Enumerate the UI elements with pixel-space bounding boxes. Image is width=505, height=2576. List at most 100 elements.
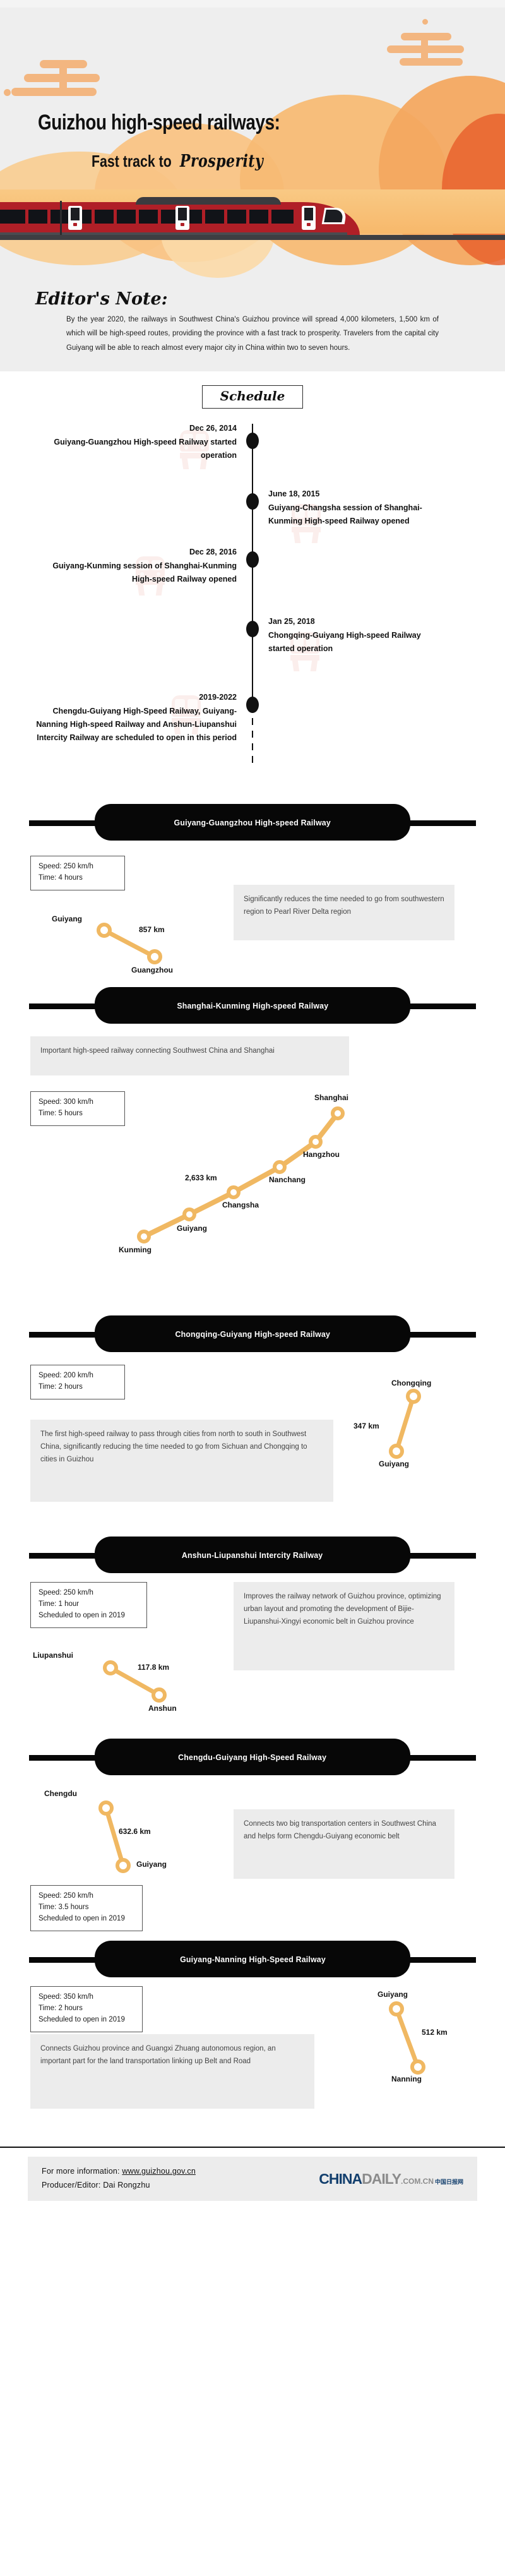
cloud-motif-left-icon [4, 60, 119, 104]
schedule-heading-badge: Schedule [202, 385, 303, 409]
route-city-5-1: Guiyang [136, 1860, 167, 1869]
footer: For more information: www.guizhou.gov.cn… [28, 2157, 477, 2202]
timeline-text-5: Chengdu-Guiyang High-Speed Railway, Guiy… [36, 707, 237, 743]
railway-title-pill-3: Chongqing-Guiyang High-speed Railway [95, 1315, 410, 1353]
route-diagram-4: Liupanshui Anshun 117.8 km [25, 1643, 227, 1725]
footer-website-link[interactable]: www.guizhou.gov.cn [122, 2167, 196, 2176]
page-title: Guizhou high-speed railways: [38, 111, 280, 135]
timeline-event-3: Dec 28, 2016 Guiyang-Kunming session of … [35, 548, 237, 586]
route-diagram-5: Chengdu Guiyang 632.6 km [25, 1782, 227, 1886]
timeline-dot-5 [246, 697, 259, 714]
route-city-5-0: Chengdu [44, 1789, 77, 1799]
hero-top-strip [0, 0, 505, 8]
railway-name-4: Anshun-Liupanshui Intercity Railway [182, 1550, 323, 1560]
logo-daily-text: DAILY [362, 2170, 401, 2187]
route-distance-4: 117.8 km [138, 1663, 170, 1672]
railway-spec-4: Speed: 250 km/h Time: 1 hour Scheduled t… [30, 1582, 147, 1628]
railway-description-4: Improves the railway network of Guizhou … [234, 1582, 454, 1671]
route-city-2-1: Guiyang [177, 1224, 208, 1233]
route-distance-5: 632.6 km [119, 1827, 151, 1836]
timeline-event-1: Dec 26, 2014 Guiyang-Guangzhou High-spee… [35, 424, 237, 462]
route-diagram-1: Guiyang Guangzhou 857 km [25, 911, 221, 981]
timeline-date-1: Dec 26, 2014 [189, 424, 237, 433]
timeline-text-4: Chongqing-Guiyang High-speed Railway sta… [268, 631, 421, 654]
railway-section-guiyang-guangzhou: Guiyang-Guangzhou High-speed Railway Spe… [0, 804, 505, 987]
train-watermark-icon-4 [290, 632, 319, 672]
railway-banner-1: Guiyang-Guangzhou High-speed Railway [0, 804, 505, 841]
train-roof [136, 197, 281, 205]
editors-note-heading: Editor's Note: [35, 289, 168, 309]
railway-title-pill-5: Chengdu-Guiyang High-Speed Railway [95, 1739, 410, 1776]
timeline-event-4: Jan 25, 2018 Chongqing-Guiyang High-spee… [268, 617, 439, 656]
train-watermark-icon-1 [180, 430, 209, 470]
railway-banner-4: Anshun-Liupanshui Intercity Railway [0, 1537, 505, 1574]
route-city-1-1: Guangzhou [131, 966, 173, 975]
railway-section-chongqing-guiyang: Chongqing-Guiyang High-speed Railway Spe… [0, 1315, 505, 1537]
train-window-strip [0, 210, 294, 224]
route-svg-4 [103, 1660, 167, 1703]
railway-banner-3: Chongqing-Guiyang High-speed Railway [0, 1315, 505, 1353]
railway-description-1: Significantly reduces the time needed to… [234, 885, 454, 941]
train-watermark-icon-3 [136, 556, 165, 596]
schedule-heading: Schedule [220, 388, 285, 404]
route-city-2-4: Hangzhou [303, 1150, 340, 1159]
route-svg-6 [389, 2001, 425, 2075]
route-city-2-2: Changsha [222, 1201, 259, 1210]
railway-section-anshun-liupanshui: Anshun-Liupanshui Intercity Railway Spee… [0, 1537, 505, 1739]
railway-description-5: Connects two big transportation centers … [234, 1809, 454, 1879]
train-illustration [0, 197, 505, 240]
route-city-2-0: Kunming [119, 1245, 152, 1255]
railway-spec-3: Speed: 200 km/h Time: 2 hours [30, 1365, 125, 1399]
train-cab-window [321, 208, 348, 224]
timeline-text-1: Guiyang-Guangzhou High-speed Railway sta… [54, 438, 237, 460]
footer-producer-line: Producer/Editor: Dai Rongzhu [42, 2181, 150, 2190]
page-subtitle-plain: Fast track to [92, 152, 172, 171]
route-city-4-0: Liupanshui [33, 1651, 73, 1660]
timeline-event-5: 2019-2022 Chengdu-Guiyang High-Speed Rai… [28, 693, 237, 745]
railway-banner-6: Guiyang-Nanning High-Speed Railway [0, 1941, 505, 1978]
footer-credits: For more information: www.guizhou.gov.cn… [42, 2165, 196, 2193]
railway-section-shanghai-kunming: Shanghai-Kunming High-speed Railway Impo… [0, 987, 505, 1315]
page-subtitle-script: Prosperity [179, 152, 264, 171]
route-distance-1: 857 km [139, 925, 165, 935]
railway-banner-5: Chengdu-Guiyang High-Speed Railway [0, 1739, 505, 1776]
railway-name-2: Shanghai-Kunming High-speed Railway [177, 1000, 328, 1010]
route-city-2-3: Nanchang [269, 1175, 306, 1185]
hero-banner: Guizhou high-speed railways: Fast track … [0, 0, 505, 278]
schedule-section: Schedule [0, 371, 505, 804]
route-city-2-5: Shanghai [314, 1093, 349, 1103]
railway-title-pill-6: Guiyang-Nanning High-Speed Railway [95, 1941, 410, 1978]
railway-title-pill-2: Shanghai-Kunming High-speed Railway [95, 987, 410, 1024]
train-door-1 [68, 206, 82, 230]
railway-description-2: Important high-speed railway connecting … [30, 1036, 349, 1076]
route-diagram-6: Guiyang Nanning 512 km [341, 1979, 492, 2105]
route-svg-1 [97, 923, 162, 965]
railway-section-guiyang-nanning: Guiyang-Nanning High-Speed Railway Speed… [0, 1941, 505, 2130]
editors-note-body: By the year 2020, the railways in Southw… [66, 316, 439, 352]
route-city-3-1: Guiyang [379, 1459, 410, 1469]
timeline-event-2: June 18, 2015 Guiyang-Changsha session o… [268, 489, 451, 528]
timeline-date-3: Dec 28, 2016 [189, 548, 237, 557]
catenary-pole-1 [60, 201, 62, 236]
railway-title-pill-4: Anshun-Liupanshui Intercity Railway [95, 1537, 410, 1574]
route-distance-3: 347 km [354, 1422, 379, 1431]
route-diagram-3: Chongqing Guiyang 347 km [341, 1366, 492, 1486]
train-platform [0, 235, 505, 240]
train-door-2 [175, 206, 189, 230]
logo-domain-text: .COM.CN [400, 2176, 434, 2186]
route-city-6-0: Guiyang [377, 1990, 408, 1999]
railway-banner-2: Shanghai-Kunming High-speed Railway [0, 987, 505, 1024]
railway-spec-1: Speed: 250 km/h Time: 4 hours [30, 856, 125, 890]
editors-note-section: Editor's Note: By the year 2020, the rai… [0, 278, 505, 372]
route-city-4-1: Anshun [148, 1704, 177, 1713]
railway-section-chengdu-guiyang: Chengdu-Guiyang High-Speed Railway Cheng… [0, 1739, 505, 1941]
route-city-1-0: Guiyang [52, 914, 83, 924]
railway-description-6: Connects Guizhou province and Guangxi Zh… [30, 2034, 314, 2109]
route-distance-6: 512 km [422, 2028, 448, 2037]
timeline-dot-1 [246, 433, 259, 450]
train-watermark-icon-5 [172, 695, 201, 735]
timeline-text-2: Guiyang-Changsha session of Shanghai-Kun… [268, 503, 422, 526]
timeline-axis-dashed [252, 705, 253, 767]
route-distance-2: 2,633 km [185, 1173, 217, 1183]
